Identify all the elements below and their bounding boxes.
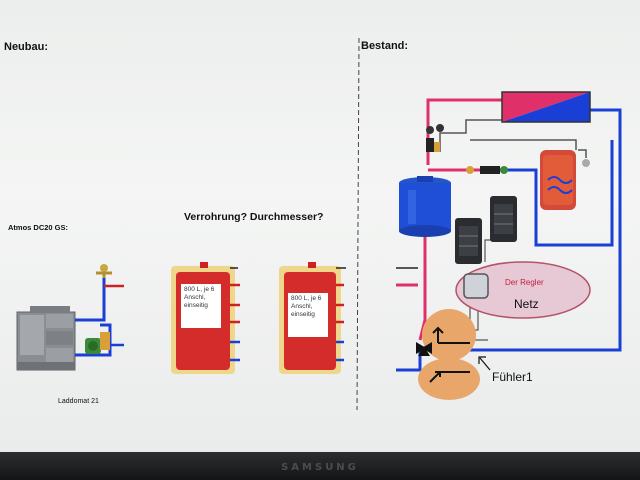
laddomat-unit: [75, 264, 124, 357]
boiler: [16, 306, 76, 371]
three-way-valve: [416, 342, 432, 356]
heating-diagram: [16, 37, 622, 411]
circulation-pumps: [455, 196, 517, 264]
solar-collector: [501, 91, 591, 123]
mixer-disc-top: [422, 309, 476, 361]
controller-net: Netz: [514, 297, 539, 311]
laddomat-label: Laddomat 21: [58, 398, 99, 405]
hot-water-tank: [540, 149, 590, 210]
sensor-label: Fühler1: [492, 370, 533, 384]
divider-line: [356, 37, 360, 411]
heading-bestand: Bestand:: [361, 40, 409, 52]
pressure-gauge: [426, 124, 444, 152]
monitor-bezel: [0, 452, 640, 480]
mixing-valve: [466, 166, 508, 174]
controller: [455, 261, 591, 319]
mixer-disc-bottom: [418, 358, 480, 400]
controller-title: Der Regler: [505, 278, 544, 287]
question-text: Verrohrung? Durchmesser?: [184, 211, 324, 223]
tank-1-label: 800 L, je 6 Anschl, einseitig: [181, 284, 221, 328]
monitor-brand: SAMSUNG: [281, 462, 359, 473]
sensor-pointer: [478, 356, 491, 371]
tank-2-label: 800 L, je 6 Anschl, einseitig: [288, 293, 328, 337]
expansion-vessel: [399, 176, 451, 237]
heading-neubau: Neubau:: [4, 41, 48, 53]
boiler-label: Atmos DC20 GS:: [8, 223, 69, 232]
